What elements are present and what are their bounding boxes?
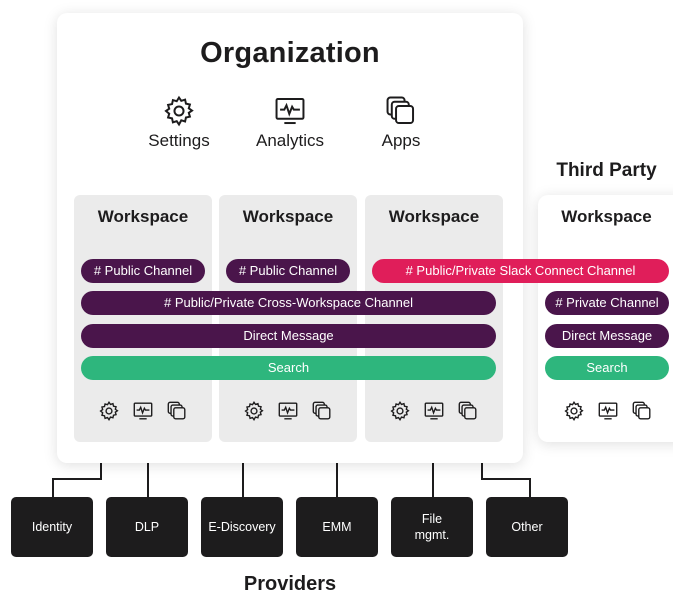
direct-message-pill: Direct Message [81,324,496,348]
provider-file-mgmt: File mgmt. [391,497,473,557]
connector-line [52,478,54,498]
provider-identity: Identity [11,497,93,557]
workspace-title: Workspace [242,207,334,226]
connector-line [147,460,149,498]
gear-icon [243,400,265,422]
provider-label: Identity [31,520,73,534]
settings-label: Settings [148,131,210,150]
analytics-icon [277,400,299,422]
apps-icon [166,400,188,422]
connector-line [242,460,244,498]
provider-label: Other [511,520,543,534]
connector-line [100,460,102,479]
provider-label: File mgmt. [414,512,450,542]
gear-icon [389,400,411,422]
gear-icon [98,400,120,422]
workspace-panel [74,195,212,442]
provider-label: EMM [322,520,352,534]
analytics-icon [597,400,619,422]
gear-icon [563,400,585,422]
slack-connect-channel-pill: # Public/Private Slack Connect Channel [372,259,669,283]
provider-label: DLP [134,520,160,534]
provider-label: E-Discovery [208,520,276,534]
apps-icon [457,400,479,422]
connector-line [529,478,531,498]
providers-title: Providers [243,573,337,595]
workspace-title: Workspace [388,207,480,226]
analytics-icon [132,400,154,422]
workspace-panel [219,195,357,442]
third-party-label: Third Party [556,160,657,181]
third-party-direct-message-pill: Direct Message [545,324,669,348]
analytics-icon [423,400,445,422]
provider-dlp: DLP [106,497,188,557]
cross-workspace-channel-pill: # Public/Private Cross-Workspace Channel [81,291,496,315]
connector-line [481,478,531,480]
apps-icon [631,400,653,422]
analytics-icon [273,94,307,128]
provider-e-discovery: E-Discovery [201,497,283,557]
workspace-title: Workspace [97,207,189,226]
gear-icon [162,94,196,128]
search-pill: Search [81,356,496,380]
workspace-panel [365,195,503,442]
public-channel-pill: # Public Channel [226,259,350,283]
connector-line [52,478,102,480]
third-party-card [538,195,673,442]
third-party-workspace-title: Workspace [561,207,652,226]
apps-icon [384,94,418,128]
connector-line [336,460,338,498]
organization-title: Organization [200,37,380,69]
analytics-label: Analytics [255,131,325,150]
connector-line [481,460,483,479]
third-party-search-pill: Search [545,356,669,380]
provider-emm: EMM [296,497,378,557]
public-channel-pill: # Public Channel [81,259,205,283]
apps-icon [311,400,333,422]
private-channel-pill: # Private Channel [545,291,669,315]
provider-other: Other [486,497,568,557]
connector-line [432,460,434,498]
apps-label: Apps [381,131,421,150]
